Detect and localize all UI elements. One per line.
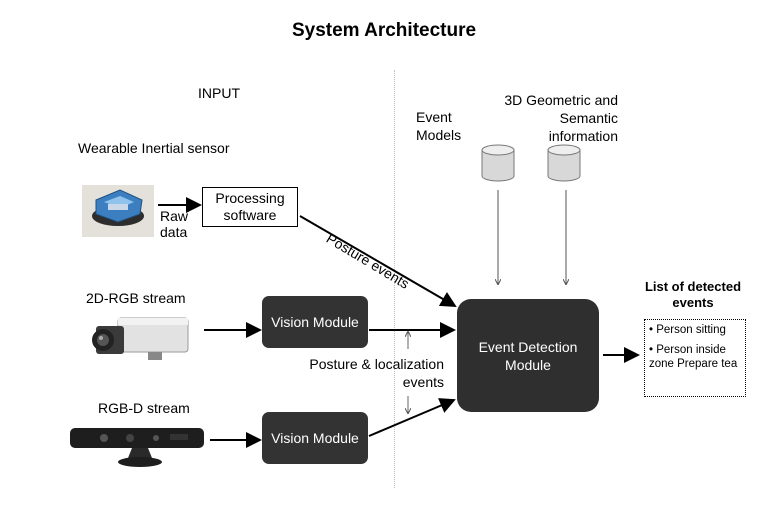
arrow-vision2-to-edm	[368, 398, 456, 437]
rgbd-stream-label: RGB-D stream	[98, 400, 190, 416]
posture-localization-line2: events	[402, 374, 444, 390]
posture-localization-line1: Posture & localization	[309, 356, 444, 372]
geometric-info-line2: Semantic	[559, 110, 618, 126]
geometric-info-label: 3D Geometric and Semantic information	[482, 91, 618, 145]
vision-module-rgbd-label: Vision Module	[271, 430, 359, 446]
geometric-info-line3: information	[548, 128, 618, 144]
rgb-stream-label: 2D-RGB stream	[86, 290, 186, 306]
processing-software-box: Processing software	[202, 187, 298, 227]
raw-data-label: Raw data	[160, 208, 188, 240]
event-detection-module: Event Detection Module	[457, 299, 599, 412]
raw-data-label-line2: data	[160, 224, 188, 240]
processing-line2: software	[223, 207, 277, 223]
arrow-posture-events	[299, 215, 457, 308]
section-divider	[394, 70, 395, 488]
event-models-label: Event Models	[416, 108, 461, 144]
vision-module-rgb-label: Vision Module	[271, 314, 359, 330]
detected-events-title-line1: List of detected	[644, 279, 742, 294]
input-heading: INPUT	[198, 85, 240, 101]
geometric-info-database-icon	[547, 144, 581, 182]
posture-localization-label: Posture & localization events	[290, 355, 444, 391]
diagram-title: System Architecture	[291, 20, 477, 41]
wearable-sensor-image	[82, 185, 154, 237]
detected-events-title-line2: events	[672, 295, 714, 310]
geometric-info-line1: 3D Geometric and	[504, 92, 618, 108]
wearable-sensor-label: Wearable Inertial sensor	[78, 140, 230, 156]
event-detection-line2: Module	[505, 356, 551, 373]
list-item: • Person sitting	[649, 324, 726, 336]
processing-line1: Processing	[215, 190, 285, 206]
kinect-sensor-image	[70, 428, 204, 467]
event-models-line2: Models	[416, 127, 462, 143]
event-models-line1: Event	[416, 109, 452, 125]
detected-events-title: List of detected events	[628, 279, 758, 311]
event-models-database-icon	[481, 144, 515, 182]
rgb-camera-image	[92, 317, 189, 360]
raw-data-label-line1: Raw	[160, 208, 189, 224]
list-item: • Person inside zone Prepare tea	[649, 344, 738, 370]
detected-events-list: • Person sitting • Person inside zone Pr…	[644, 319, 746, 397]
vision-module-rgb: Vision Module	[262, 296, 368, 348]
event-detection-line1: Event Detection	[478, 338, 578, 355]
vision-module-rgbd: Vision Module	[262, 412, 368, 464]
